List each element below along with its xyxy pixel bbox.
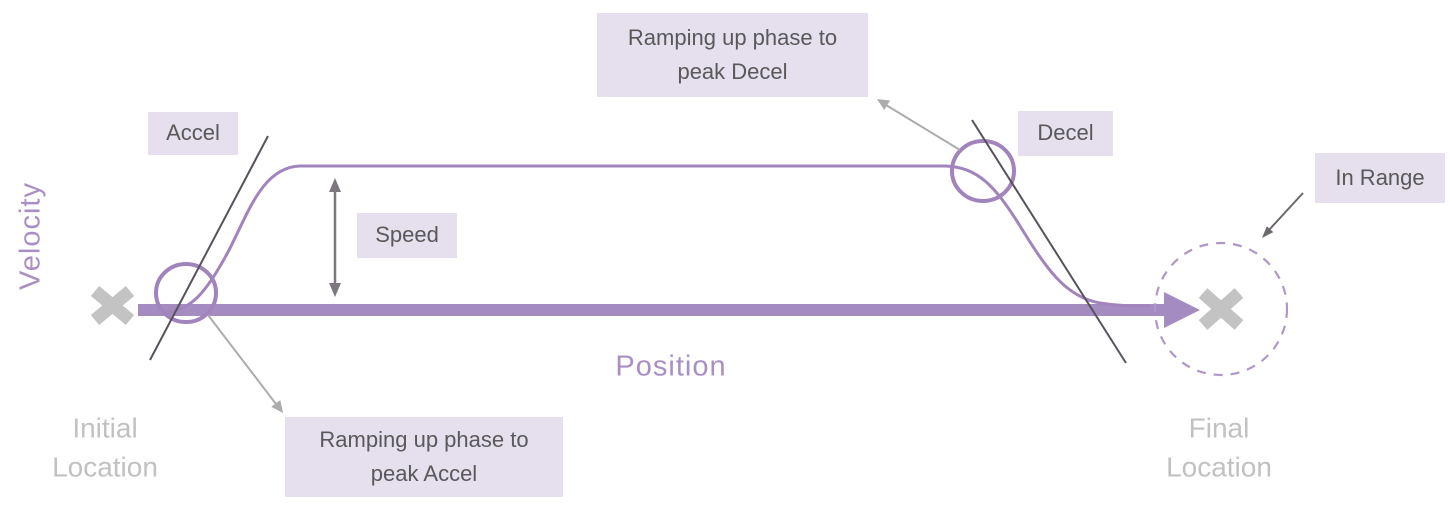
final-location-line2: Location <box>1166 451 1272 482</box>
in-range-arrow-icon <box>1262 192 1304 238</box>
initial-location-x-icon <box>90 285 135 326</box>
x-axis-label: Position <box>615 350 727 383</box>
ramp-accel-label-line1: Ramping up phase to <box>319 426 529 452</box>
initial-location-line1: Initial <box>72 412 138 444</box>
speed-label: Speed <box>357 213 457 258</box>
ramp-accel-arrow-icon <box>207 314 283 413</box>
decel-transition-circle-icon <box>950 139 1016 203</box>
ramp-decel-label: Ramping up phase to peak Decel <box>597 13 868 97</box>
y-axis-label: Velocity <box>14 182 47 290</box>
accel-label: Accel <box>148 112 238 155</box>
decel-label: Decel <box>1018 111 1113 156</box>
final-location-label: Final Location <box>1166 409 1272 486</box>
decel-tangent-line <box>971 119 1127 364</box>
initial-location-line2: Location <box>52 451 158 482</box>
ramp-accel-label-line2: peak Accel <box>370 461 478 486</box>
ramp-decel-arrow-icon <box>877 99 961 151</box>
ramp-decel-label-line1: Ramping up phase to <box>627 24 838 50</box>
final-location-x-icon <box>1198 288 1244 330</box>
ramp-accel-label: Ramping up phase to peak Accel <box>285 417 563 497</box>
accel-transition-circle-icon <box>154 262 218 324</box>
speed-double-arrow-icon <box>329 178 341 297</box>
in-range-label: In Range <box>1315 153 1445 203</box>
initial-location-label: Initial Location <box>52 409 158 486</box>
accel-tangent-line <box>149 135 269 361</box>
in-range-dashed-circle-icon <box>1153 241 1289 377</box>
velocity-curve <box>161 164 1151 315</box>
position-axis-arrowhead-icon <box>1164 292 1200 328</box>
position-axis-bar <box>138 304 1168 316</box>
final-location-line1: Final <box>1188 412 1250 444</box>
ramp-decel-label-line2: peak Decel <box>677 59 788 84</box>
